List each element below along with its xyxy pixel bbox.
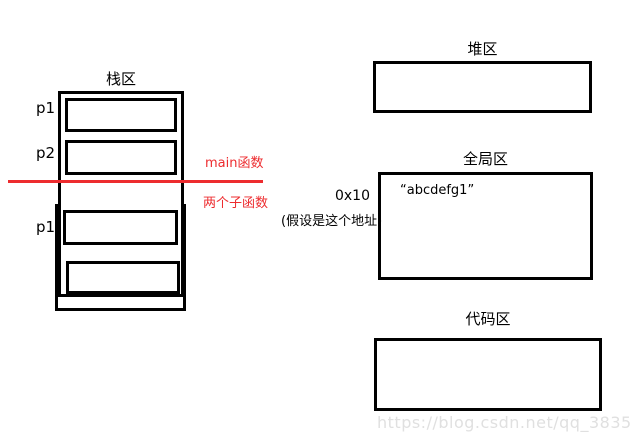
stack-slot-2 [65, 140, 177, 175]
code-area-box [374, 338, 602, 411]
divider-label-main-function: main函数 [205, 156, 264, 171]
pointer-label-p2: p2 [36, 144, 56, 162]
code-area-title: 代码区 [465, 310, 511, 328]
stack-area-title: 栈区 [105, 70, 136, 88]
stack-outer-box-lower [55, 204, 186, 311]
stack-outer-box-upper [58, 91, 184, 297]
address-value: 0x10 [334, 188, 370, 204]
global-area-title: 全局区 [462, 150, 508, 168]
pointer-label-p1-top: p1 [36, 99, 56, 117]
address-note: (假设是这个地址) [281, 214, 383, 229]
global-string-literal: “abcdefg1” [400, 183, 475, 198]
heap-area-title: 堆区 [467, 40, 498, 58]
heap-area-box [373, 61, 592, 113]
divider-red-line [8, 180, 263, 183]
global-area-box [378, 172, 593, 280]
stack-slot-4 [66, 261, 180, 294]
pointer-label-p1-bottom: p1 [36, 218, 56, 236]
stack-slot-3 [63, 210, 178, 245]
stack-slot-1 [65, 98, 177, 132]
divider-label-sub-functions: 两个子函数 [203, 196, 269, 211]
watermark-url: https://blog.csdn.net/qq_38351824 [377, 413, 633, 432]
